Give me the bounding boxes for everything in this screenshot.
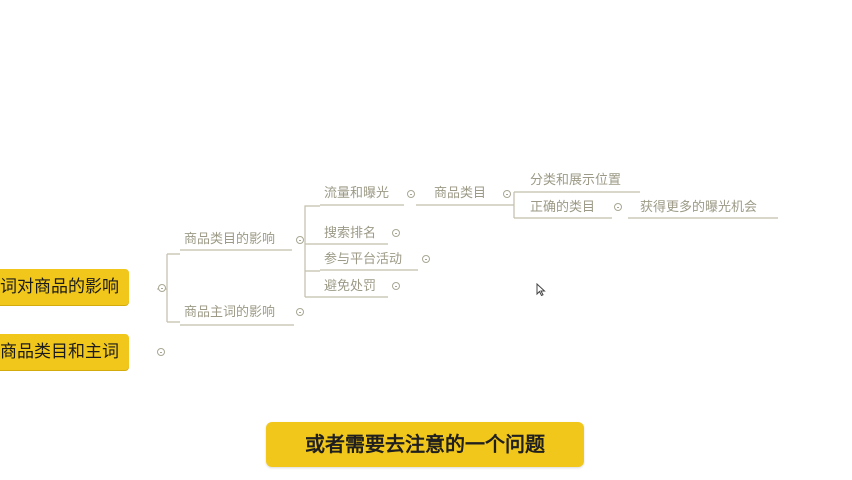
category-node-label: 商品类目 [434,186,487,201]
branch-node-label: 商品类目的影响 [184,232,276,247]
sub-node-label: 避免处罚 [324,279,377,294]
sub-node-label: 流量和曝光 [324,186,390,201]
connector-category-leaves [500,191,778,219]
collapse-toggle-icon[interactable] [296,308,304,316]
sub-node-label: 参与平台活动 [324,252,403,267]
connector-subnode-underlines [320,204,418,298]
collapse-toggle-icon[interactable] [158,284,166,292]
leaf-node-label: 分类和展示位置 [530,173,622,188]
expand-toggle-icon[interactable] [422,255,430,263]
sub-node-label: 搜索排名 [324,226,377,241]
collapse-toggle-icon[interactable] [503,190,511,198]
sub-node-traffic-exposure[interactable]: 流量和曝光 [322,185,391,203]
collapse-toggle-icon[interactable] [407,190,415,198]
subtitle-text: 或者需要去注意的一个问题 [305,432,545,456]
collapse-toggle-icon[interactable] [157,348,165,356]
root-node-word-impact[interactable]: 词对商品的影响 [0,269,129,305]
root-node-category-keyword[interactable]: 商品类目和主词 [0,334,129,370]
category-node[interactable]: 商品类目 [432,185,488,203]
mouse-cursor-icon [536,283,546,297]
sub-node-avoid-penalty[interactable]: 避免处罚 [322,278,378,296]
branch-node-category-impact[interactable]: 商品类目的影响 [182,231,277,249]
expand-toggle-icon[interactable] [392,282,400,290]
outcome-node-label: 获得更多的曝光机会 [640,200,758,215]
connector-branch1-subnodes [304,205,320,298]
collapse-toggle-icon[interactable] [296,236,304,244]
leaf-node-label: 正确的类目 [530,200,596,215]
outcome-node[interactable]: 获得更多的曝光机会 [638,199,759,217]
leaf-node-placement[interactable]: 分类和展示位置 [528,172,623,190]
sub-node-platform-activity[interactable]: 参与平台活动 [322,251,404,269]
expand-toggle-icon[interactable] [392,229,400,237]
sub-node-search-ranking[interactable]: 搜索排名 [322,225,378,243]
branch-node-label: 商品主词的影响 [184,305,276,320]
root-node-word-impact-label: 词对商品的影响 [0,277,119,297]
subtitle-caption: 或者需要去注意的一个问题 [266,422,584,467]
leaf-node-correct-category[interactable]: 正确的类目 [528,199,597,217]
branch-node-keyword-impact[interactable]: 商品主词的影响 [182,304,277,322]
root-node-category-keyword-label: 商品类目和主词 [0,342,119,362]
collapse-toggle-icon[interactable] [614,203,622,211]
